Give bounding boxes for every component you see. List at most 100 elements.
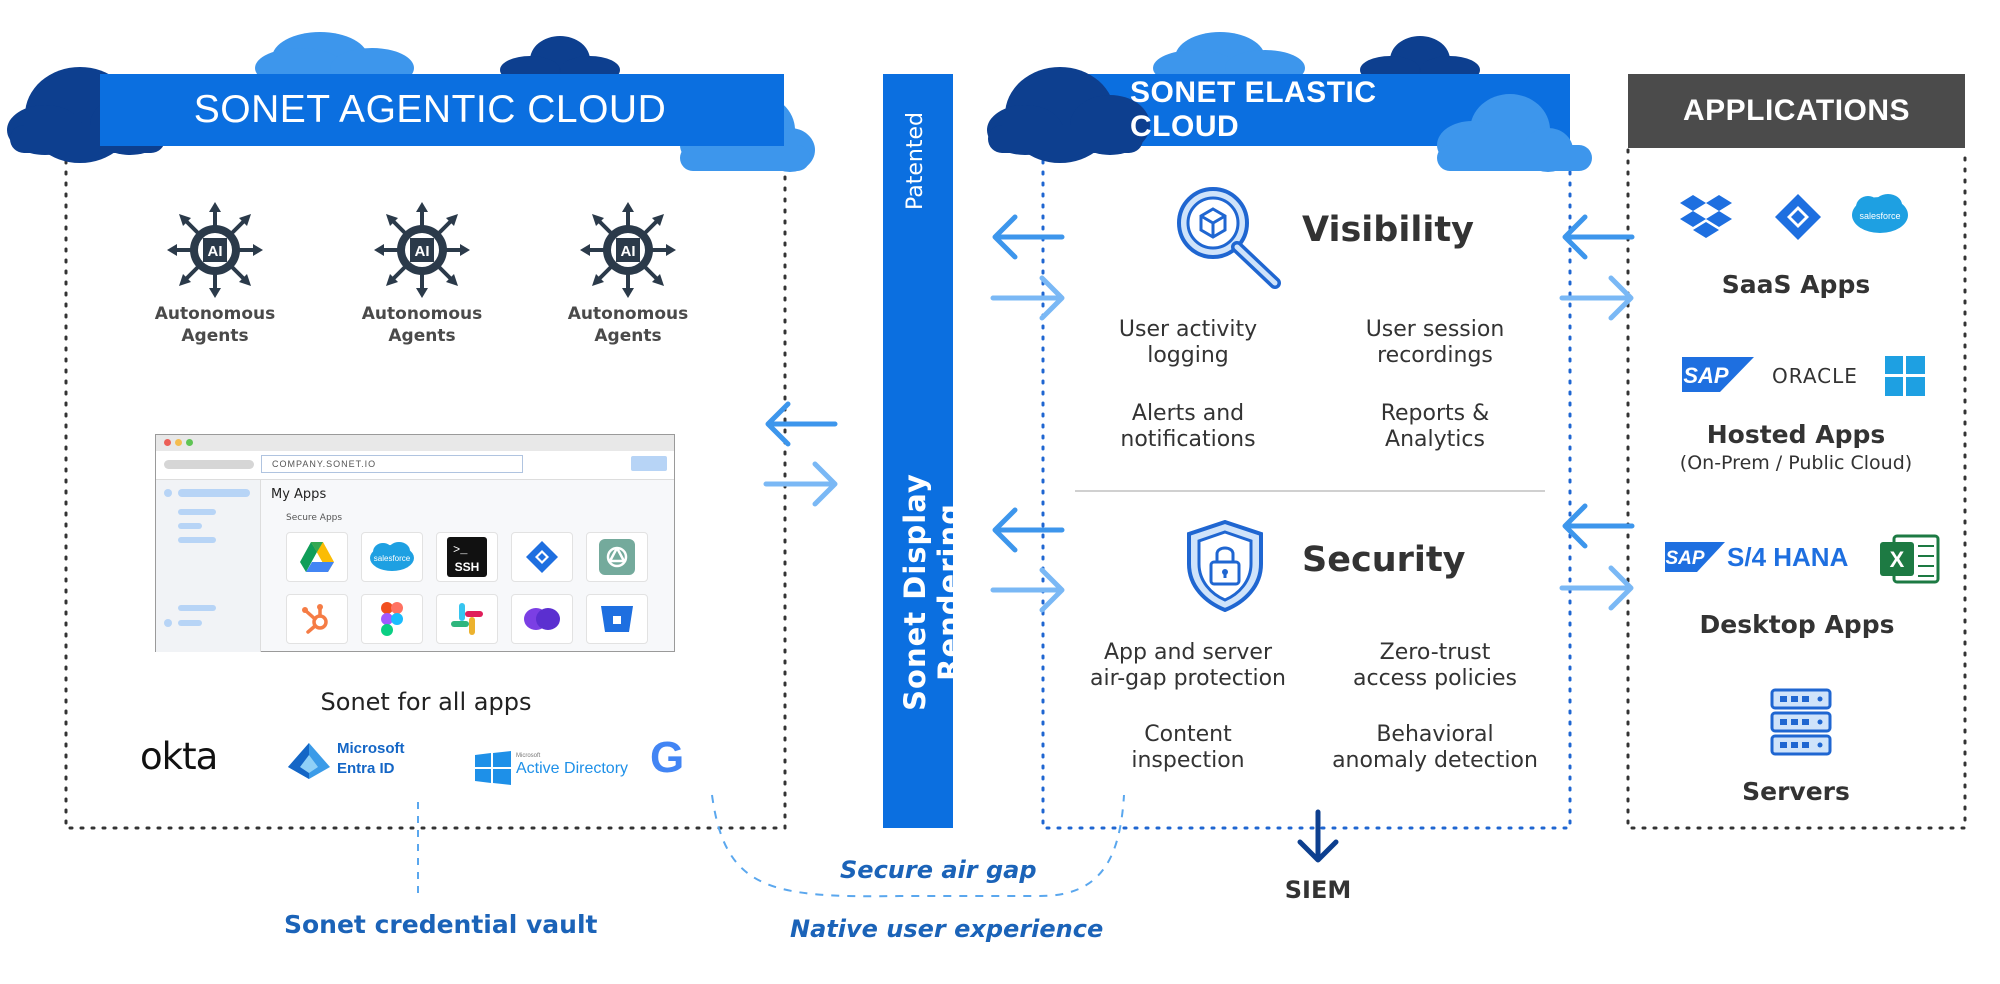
autonomous-agent: AI bbox=[372, 200, 472, 305]
sidebar-item-home[interactable] bbox=[178, 489, 250, 497]
bitbucket-icon bbox=[601, 604, 633, 634]
applications-title: APPLICATIONS bbox=[1682, 94, 1911, 127]
app-tile[interactable] bbox=[511, 594, 573, 644]
entra-id-line2: Entra ID bbox=[337, 760, 395, 777]
svg-text:salesforce: salesforce bbox=[374, 554, 411, 563]
rendering-bar-title: Sonet Display Rendering bbox=[898, 473, 966, 711]
air-gap-curve bbox=[711, 794, 1125, 898]
browser-sidebar bbox=[156, 480, 261, 652]
app-tile[interactable] bbox=[436, 594, 498, 644]
visibility-item-line: logging bbox=[1147, 343, 1229, 368]
sidebar-item[interactable] bbox=[178, 605, 216, 611]
native-ux-label: Native user experience bbox=[790, 915, 1104, 943]
jira-icon bbox=[1775, 194, 1821, 240]
servers-label: Servers bbox=[1742, 777, 1850, 806]
active-directory-label: Active Directory bbox=[516, 760, 629, 777]
google-logo-icon: G bbox=[650, 733, 685, 782]
app-tile[interactable]: salesforce bbox=[361, 532, 423, 582]
salesforce-icon: salesforce bbox=[368, 541, 416, 573]
s4hana-label: S/4 HANA bbox=[1727, 542, 1849, 572]
app-tile[interactable] bbox=[586, 532, 648, 582]
my-apps-heading: My Apps bbox=[271, 487, 327, 502]
window-minimize-icon[interactable] bbox=[175, 439, 182, 446]
app-tile[interactable] bbox=[286, 532, 348, 582]
visibility-item-line: Alerts and bbox=[1131, 401, 1245, 426]
autonomous-agent: AI bbox=[578, 200, 678, 305]
security-heading: Security bbox=[1302, 540, 1466, 580]
sap-hana-logo-icon: SAP bbox=[1665, 542, 1725, 572]
security-item-line: Zero-trust bbox=[1379, 640, 1491, 665]
sidebar-item[interactable] bbox=[178, 509, 216, 515]
excel-x: X bbox=[1890, 547, 1905, 572]
visibility-item-line: User activity bbox=[1118, 317, 1258, 342]
google-drive-icon bbox=[300, 542, 334, 572]
security-item-line: anomaly detection bbox=[1332, 748, 1538, 773]
security-item-line: App and server bbox=[1104, 640, 1272, 665]
svg-text:SSH: SSH bbox=[455, 560, 480, 574]
app-tile[interactable] bbox=[361, 594, 423, 644]
sap-text: SAP bbox=[1665, 548, 1704, 569]
browser-url-bar[interactable]: COMPANY.SONET.IO bbox=[261, 455, 523, 473]
window-maximize-icon[interactable] bbox=[186, 439, 193, 446]
visibility-item-line: Analytics bbox=[1385, 427, 1485, 452]
visibility-item-line: recordings bbox=[1377, 343, 1493, 368]
credential-vault-label: Sonet credential vault bbox=[284, 910, 598, 939]
applications-border bbox=[1626, 148, 1967, 830]
autonomous-agent: AI bbox=[165, 200, 265, 305]
sidebar-item[interactable] bbox=[178, 523, 202, 529]
sap-logo-icon: SAP bbox=[1682, 357, 1754, 392]
siem-label: SIEM bbox=[1284, 876, 1352, 904]
agentic-cloud-border bbox=[64, 148, 787, 830]
security-item-line: inspection bbox=[1131, 748, 1245, 773]
excel-icon: X bbox=[1880, 534, 1940, 584]
agent-label-line: Agents bbox=[388, 326, 456, 346]
sidebar-item[interactable] bbox=[178, 620, 202, 626]
browser-toolbar: COMPANY.SONET.IO bbox=[156, 451, 674, 480]
agent-label-line: Autonomous bbox=[567, 304, 689, 324]
dropbox-icon bbox=[1680, 195, 1732, 238]
siem-arrow-icon bbox=[1297, 809, 1339, 863]
secure-air-gap-label: Secure air gap bbox=[840, 856, 1037, 884]
ai-agent-icon: AI bbox=[580, 202, 676, 298]
windows-icon bbox=[1885, 356, 1925, 396]
magnifier-icon bbox=[1177, 187, 1281, 289]
svg-text:>_: >_ bbox=[453, 543, 468, 557]
entra-id-icon bbox=[288, 743, 330, 779]
security-item-line: access policies bbox=[1353, 666, 1517, 691]
app-tile[interactable] bbox=[586, 594, 648, 644]
okta-logo: okta bbox=[140, 735, 218, 778]
browser-action-button[interactable] bbox=[631, 456, 667, 471]
sidebar-dot bbox=[164, 619, 172, 627]
arrows-agentic-bar bbox=[763, 401, 838, 507]
visibility-heading: Visibility bbox=[1302, 210, 1474, 250]
salesforce-cloud-icon: salesforce bbox=[1852, 194, 1908, 233]
agent-label-line: Autonomous bbox=[361, 304, 483, 324]
chatgpt-icon bbox=[599, 539, 635, 575]
security-item-line: Behavioral bbox=[1376, 722, 1494, 747]
active-directory-small: Microsoft bbox=[516, 753, 541, 759]
window-close-icon[interactable] bbox=[164, 439, 171, 446]
browser-tab-placeholder[interactable] bbox=[164, 460, 254, 469]
sidebar-item[interactable] bbox=[178, 537, 216, 543]
security-item-line: Content bbox=[1144, 722, 1232, 747]
app-tile[interactable] bbox=[286, 594, 348, 644]
hosted-apps-sublabel: (On-Prem / Public Cloud) bbox=[1679, 452, 1913, 474]
app-tile[interactable]: >_ SSH bbox=[436, 532, 498, 582]
app-tile[interactable] bbox=[511, 532, 573, 582]
salesforce-text: salesforce bbox=[1859, 211, 1900, 221]
sonet-browser-mockup: COMPANY.SONET.IO My Apps Secure Apps sal… bbox=[155, 434, 675, 652]
hosted-apps-label: Hosted Apps bbox=[1706, 420, 1886, 449]
agent-label-line: Agents bbox=[594, 326, 662, 346]
arrows-bar-visibility bbox=[990, 214, 1065, 321]
arrows-elastic-apps bbox=[1559, 214, 1635, 611]
slack-icon bbox=[450, 602, 484, 636]
windows-logo-icon bbox=[475, 751, 511, 785]
jira-icon bbox=[526, 541, 558, 573]
